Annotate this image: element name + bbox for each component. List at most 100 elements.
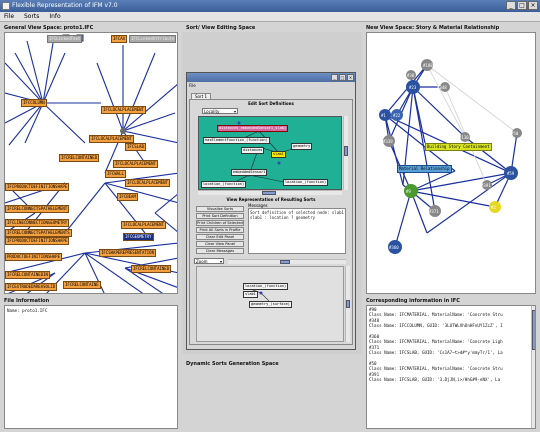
graph-node[interactable]: IFCWALL	[105, 170, 126, 178]
print-sort-definition-button[interactable]: Print Sort Definition	[196, 213, 244, 219]
sort-maximize-button[interactable]: □	[339, 74, 346, 81]
hub-node[interactable]	[120, 128, 126, 134]
graph-node[interactable]: IFCSLAB	[125, 143, 146, 151]
graph-node[interactable]: IFCRELCONTAINED	[131, 265, 172, 273]
graph-node[interactable]: IFCPRODUCTDEFINITIONSHAPE	[5, 237, 70, 245]
file-info-area[interactable]: Name: proto1.IFC	[4, 305, 178, 429]
sort-combo-value: Locality	[204, 109, 220, 114]
view-sorts-scrollbar[interactable]	[345, 266, 350, 342]
circle-label: #50	[511, 131, 519, 136]
menu-file[interactable]: File	[4, 13, 15, 20]
sort-editor-menu-file[interactable]: File	[189, 83, 196, 88]
building-story-label[interactable]: Building Story Containment	[425, 143, 492, 151]
sort-def-scrollbar-h[interactable]	[198, 190, 342, 195]
circle-label: #360	[389, 245, 399, 250]
minimize-button[interactable]: _	[506, 1, 516, 10]
clear-view-panel-button[interactable]: Clear View Panel	[196, 241, 244, 247]
clear-messages-button[interactable]: Clear Messages	[196, 248, 244, 254]
graph-node[interactable]: IFCPRODUCTDEFINITIONSHAPE	[5, 183, 70, 191]
graph-node[interactable]: IFCLOCALPLACEMENT	[113, 160, 158, 168]
circle-label: #59	[507, 171, 515, 176]
graph-node[interactable]: IFCLinkedText	[47, 35, 83, 43]
circle-label: #391	[481, 183, 491, 188]
graph-node[interactable]: IFCLINECONNECTIONGEOMETRY	[5, 219, 70, 227]
sort-definition-canvas[interactable]: distances_embeddedSensor1_slab1 hasEleme…	[198, 116, 342, 190]
graph-node[interactable]: IFCLOCALPLACEMENT	[101, 106, 146, 114]
messages-textarea[interactable]: Sort definition of selected node: slab1 …	[248, 208, 346, 254]
chevron-down-icon: ▾	[233, 109, 236, 114]
sort-combo[interactable]: Locality ▾	[202, 108, 238, 114]
ifc-line: Class Name: IFCMATERIAL, MaterialName: '…	[369, 339, 503, 345]
graph-node[interactable]: IFCLinkedAttribute	[129, 35, 177, 43]
ifc-line: #371	[369, 344, 380, 350]
clear-edit-panel-button[interactable]: Clear Edit Panel	[196, 234, 244, 240]
sort-minimize-button[interactable]: _	[331, 74, 338, 81]
graph-node[interactable]: IFCCOLUMN	[21, 99, 47, 107]
file-info-text: Name: proto1.IFC	[7, 308, 48, 313]
sort-close-button[interactable]: ×	[347, 74, 354, 81]
circle-label: #130	[459, 135, 469, 140]
chevron-down-icon: ▾	[219, 259, 222, 264]
zoom-combo[interactable]: Zoom ▾	[194, 258, 224, 264]
new-view-canvas[interactable]: #188 #348 #30 #23 #130 #59 #360 #22 #371…	[366, 32, 536, 294]
graph-node[interactable]: IFCEXTRUDEDAREASOLID	[5, 283, 58, 291]
sort-view-title: Sort/ View Editing Space	[186, 25, 256, 31]
menu-sorts[interactable]: Sorts	[23, 13, 40, 20]
window-title: Flexible Representation of IFM v7.0	[12, 2, 118, 9]
sort-def-node[interactable]: location_(function)	[283, 179, 329, 186]
view-sort-node[interactable]: geometry_(surface)	[249, 301, 292, 308]
corresponding-ifc-area[interactable]: #90 Class Name: IFCMATERIAL, MaterialNam…	[366, 305, 536, 429]
graph-node[interactable]: IFCSHAPEREPRESENTATION	[99, 249, 156, 257]
zoom-combo-value: Zoom	[196, 259, 208, 264]
graph-node[interactable]: IFCAX	[111, 35, 128, 43]
view-sorts-canvas[interactable]: location_(function) slab1 geometry_(surf…	[196, 266, 344, 342]
circle-label: #23	[409, 85, 417, 90]
general-view-canvas[interactable]: IFCLinkedText IFCAX IFCLinkedAttribute I…	[4, 32, 178, 294]
circle-label: #348	[437, 85, 447, 90]
ifc-scrollbar[interactable]	[531, 306, 535, 428]
sort-editor-window[interactable]: _ □ × File Sort 1 Edit Sort Definitions …	[186, 72, 356, 350]
view-sort-node[interactable]: slab1	[243, 291, 258, 298]
circle-label: #339	[383, 139, 393, 144]
graph-node[interactable]: IFCLOCALPLACEMENT	[125, 179, 170, 187]
print-all-sorts-button[interactable]: Print All Sorts in Profile	[196, 227, 244, 233]
graph-node[interactable]: IFCBEAM	[117, 193, 138, 201]
visualize-sorts-button[interactable]: Visualize Sorts	[196, 206, 244, 212]
tab-sort-1[interactable]: Sort 1	[191, 93, 212, 100]
graph-node[interactable]: PRODUCTDEFINITIONSHAPE	[5, 253, 62, 261]
graph-node[interactable]: IFCRELCONNECTSPATHELEMENT	[5, 205, 70, 213]
circle-label: #188	[423, 63, 433, 68]
sort-editor-titlebar[interactable]: _ □ ×	[187, 73, 355, 82]
graph-node-selected[interactable]: IFCGEOMETRY	[123, 233, 154, 241]
menu-info[interactable]: Info	[49, 13, 61, 20]
zoom-scrollbar[interactable]	[228, 259, 346, 264]
sort-def-node[interactable]: embeddedSensor1	[231, 169, 268, 176]
graph-node[interactable]: IFCRELCONTAINEDIN	[5, 271, 50, 279]
circle-label: #9	[406, 189, 411, 194]
graph-node[interactable]: IFCLOCALPLACEMENT	[89, 135, 134, 143]
graph-node[interactable]: IFCRELCONTAINED	[59, 154, 100, 162]
tab-content: Edit Sort Definitions Locality ▾ distanc…	[189, 99, 353, 345]
title-bar[interactable]: Flexible Representation of IFM v7.0 _ □ …	[0, 0, 540, 12]
view-sort-node[interactable]: location_(function)	[243, 283, 289, 290]
ifc-line: #391	[369, 371, 380, 377]
print-children-button[interactable]: Print Children of Selected	[196, 220, 244, 226]
ifc-line: #50	[369, 361, 377, 367]
messages-label: Messages	[248, 203, 268, 208]
ifc-line: Class Name: IFCCOLUMN, GUID: '3LUTWLVhOn…	[369, 323, 503, 329]
close-button[interactable]: ×	[528, 1, 538, 10]
sort-def-node[interactable]: distances_embeddedSensor1_slab1	[217, 125, 289, 132]
graph-node[interactable]: IFCLOCALPLACEMENT	[121, 221, 166, 229]
circle-label: #30	[407, 73, 415, 78]
sort-def-node[interactable]: geometry	[291, 143, 313, 150]
material-relationship-label[interactable]: Material Relationship	[397, 165, 452, 173]
maximize-button[interactable]: □	[517, 1, 527, 10]
sort-def-node[interactable]: location_(function)	[201, 181, 247, 188]
ifc-line: Class Name: IFCSLAB, GUID: 'Cs1A7~t>d#*y…	[369, 350, 503, 356]
sort-def-node-selected[interactable]: slab1	[271, 151, 286, 158]
sort-def-node[interactable]: hasElementFunction_(function)	[203, 137, 270, 144]
graph-node[interactable]: IFCRELCONTAINE	[63, 281, 101, 289]
sort-def-node[interactable]: distances	[241, 147, 265, 154]
sort-def-scrollbar-v[interactable]	[343, 116, 348, 190]
graph-node[interactable]: IFCRELCONNECTSPATHELEMENTS	[5, 229, 72, 237]
